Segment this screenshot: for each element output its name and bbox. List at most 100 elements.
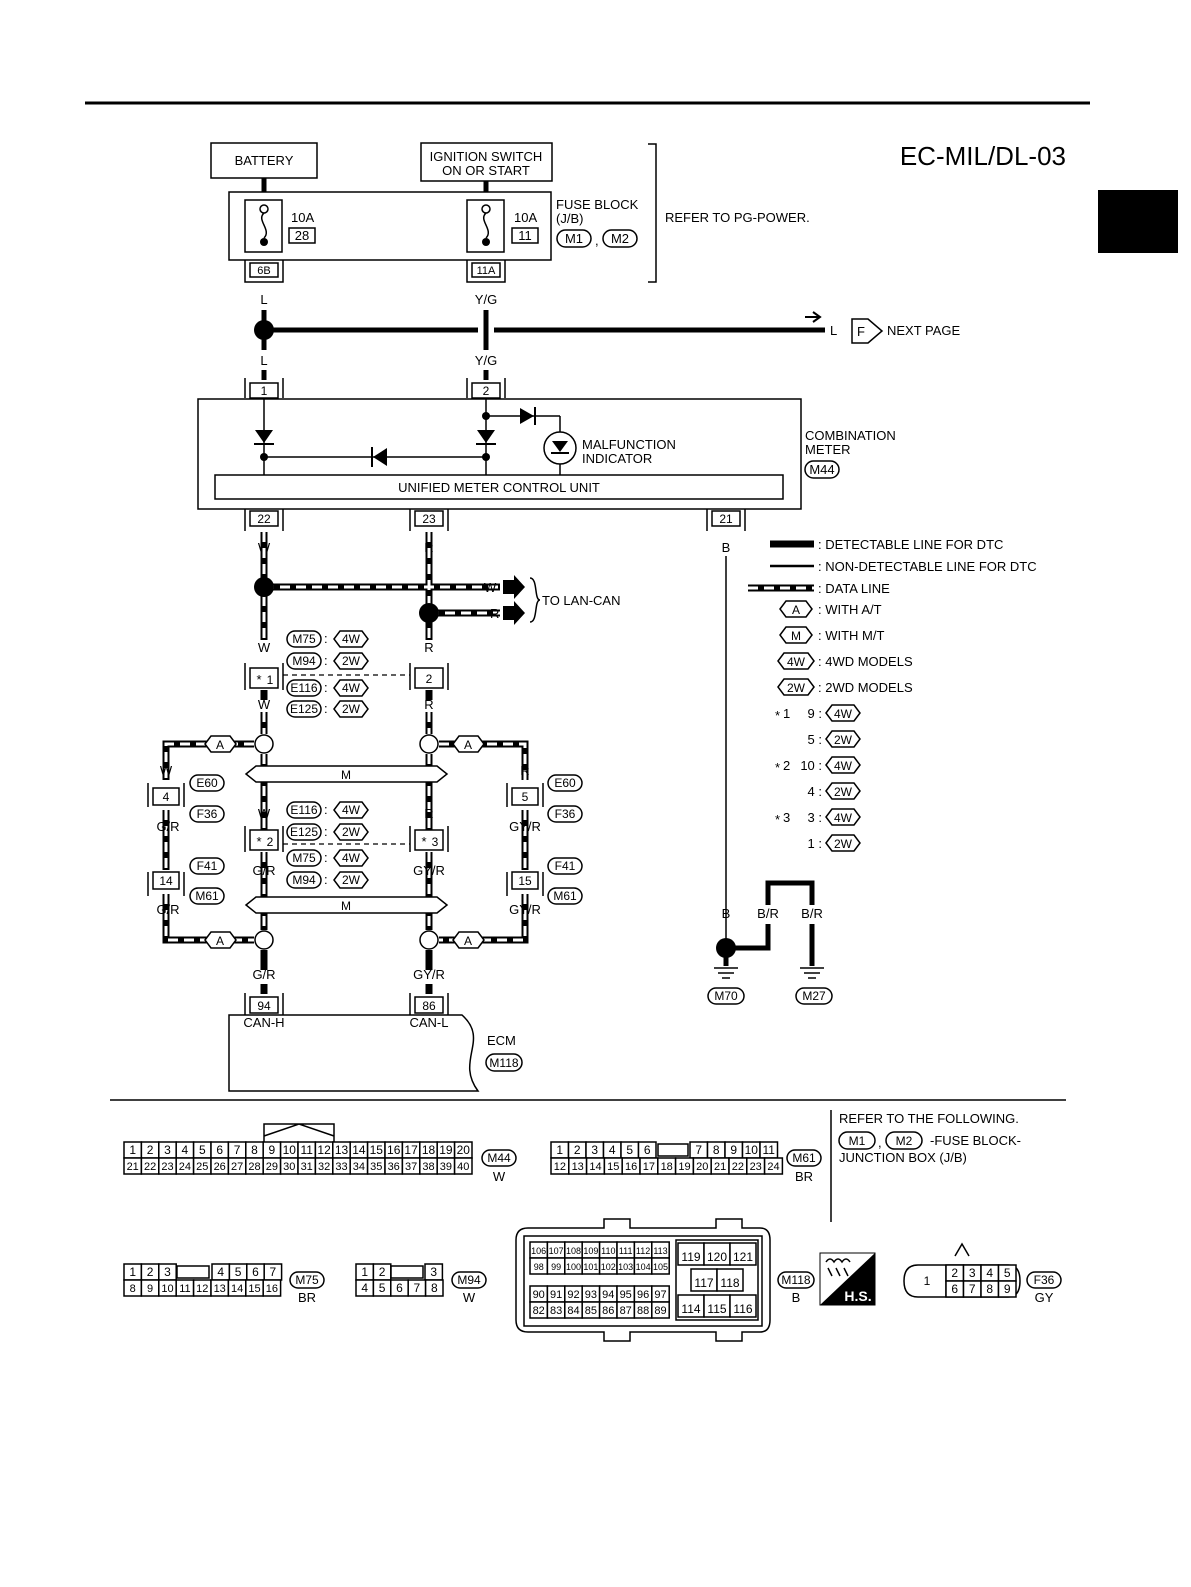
ecm-term-86: 86 [422,999,436,1013]
legend-star1-4w: 9 : [808,706,822,721]
legend-star2-4w: 10 : [800,758,822,773]
ecm-conn: M118 [489,1056,518,1070]
next-page-wire-color: L [830,323,837,338]
to-lan-can: TO LAN-CAN [542,593,621,608]
meter-term-21: 21 [719,512,733,526]
refer-note: REFER TO THE FOLLOWING. M1 , M2 -FUSE BL… [838,1111,1021,1165]
pin-label: 116 [733,1302,752,1316]
pin-label: 8 [986,1282,993,1296]
next-page-ref: F [857,324,865,339]
star: * [775,760,780,775]
pin-label: 33 [335,1161,347,1173]
ground-icon [714,967,738,979]
tag-e116-2: E116 [290,803,317,817]
tag-4w: 4W [834,707,853,721]
pin-label: 106 [531,1246,546,1256]
wire-color-yg: Y/G [475,292,497,307]
refer-m1: M1 [849,1134,866,1148]
page-tab [1098,190,1178,253]
pin-label: 7 [270,1265,277,1279]
pin-label: 5 [235,1265,242,1279]
wire-w-4: W [258,806,271,821]
meter-term-22: 22 [257,512,271,526]
pin-label: 14 [589,1161,601,1173]
pin-label: 28 [248,1161,260,1173]
next-page-label: NEXT PAGE [887,323,961,338]
wire-r-right: R [520,763,529,778]
m44-name: M44 [487,1151,511,1165]
m44-color: W [493,1169,506,1184]
can-data-lines: W R B W R TO LAN-CAN [254,532,730,640]
pin-label: 83 [550,1305,562,1317]
meter-term-1: 1 [261,384,268,398]
colon: : [324,850,328,865]
legend-nondetectable: : NON-DETECTABLE LINE FOR DTC [818,559,1037,574]
combination-meter-label-2: METER [805,442,851,457]
diagram-id: EC-MIL/DL-03 [900,141,1066,171]
pin-label: 20 [457,1143,471,1157]
legend: : DETECTABLE LINE FOR DTC : NON-DETECTAB… [748,537,1037,852]
legend-detectable: : DETECTABLE LINE FOR DTC [818,537,1003,552]
pin-label: 30 [283,1161,295,1173]
ecm-label: ECM [487,1033,516,1048]
ignition-switch-box: IGNITION SWITCH ON OR START [420,142,553,182]
colon: : [324,872,328,887]
fuse-block-jb: (J/B) [556,211,583,226]
tag-m94-2: M94 [292,873,316,887]
pin-label: 13 [214,1283,226,1295]
pin-label: 97 [654,1289,666,1301]
pin-cell [424,1279,444,1297]
wire-b: B [722,540,731,555]
pin-label: 37 [405,1161,417,1173]
fuse-conn-m2: M2 [611,231,629,246]
pin-label: 104 [636,1262,651,1272]
pin-label: 34 [353,1161,365,1173]
fuse2-amp: 10A [514,210,537,225]
tag-e60-left: E60 [196,776,218,790]
terminal-6b: 6B [244,260,284,283]
tag-2w: 2W [342,873,361,887]
joint-star3: 3 [432,835,439,849]
tag-m-upper: M [341,768,351,782]
star: * [775,708,780,723]
ground-wire-br-2: B/R [801,906,823,921]
pin-label: 119 [681,1250,700,1264]
combination-meter: 1 2 MALFUNCTION INDICATOR UNIFIED METER … [197,378,802,531]
pin-label: 32 [318,1161,330,1173]
colon: : [324,680,328,695]
joint-connector-lower: * 2 * 3 [244,826,449,852]
pin-label: 115 [707,1302,726,1316]
tag-m-lower: M [341,899,351,913]
connector-14: 14 [147,871,185,896]
pin-label: 19 [678,1161,690,1173]
pin-label: 13 [572,1161,584,1173]
pin-label: 105 [653,1262,668,1272]
refer-following: REFER TO THE FOLLOWING. [839,1111,1019,1126]
m61-name: M61 [792,1151,816,1165]
pin-label: 5 [379,1281,386,1295]
connector-15: 15 [506,871,544,896]
pin-label: 3 [164,1265,171,1279]
mil-label-1: MALFUNCTION [582,437,676,452]
pin-label: 15 [370,1143,384,1157]
pin-label: 20 [696,1161,708,1173]
pin-label: 121 [733,1250,753,1264]
pin-label: 29 [266,1161,278,1173]
lan-w: W [484,580,497,595]
wire-r-4: R [424,806,433,821]
fuse1-number: 28 [295,228,309,243]
tag-e125-2: E125 [290,825,318,839]
pin-label: 3 [591,1143,598,1157]
pin-label: 7 [234,1143,241,1157]
tag-m61-left: M61 [195,889,219,903]
wire-gyr-center: GY/R [413,863,445,878]
pin-label: 10 [745,1143,759,1157]
tag-e116: E116 [290,681,317,695]
legend-mt: : WITH M/T [818,628,884,643]
tag-f36-right: F36 [555,807,576,821]
tag-2w: 2W [834,785,853,799]
pin-label: 10 [283,1143,297,1157]
pin-label: 2 [951,1266,958,1280]
